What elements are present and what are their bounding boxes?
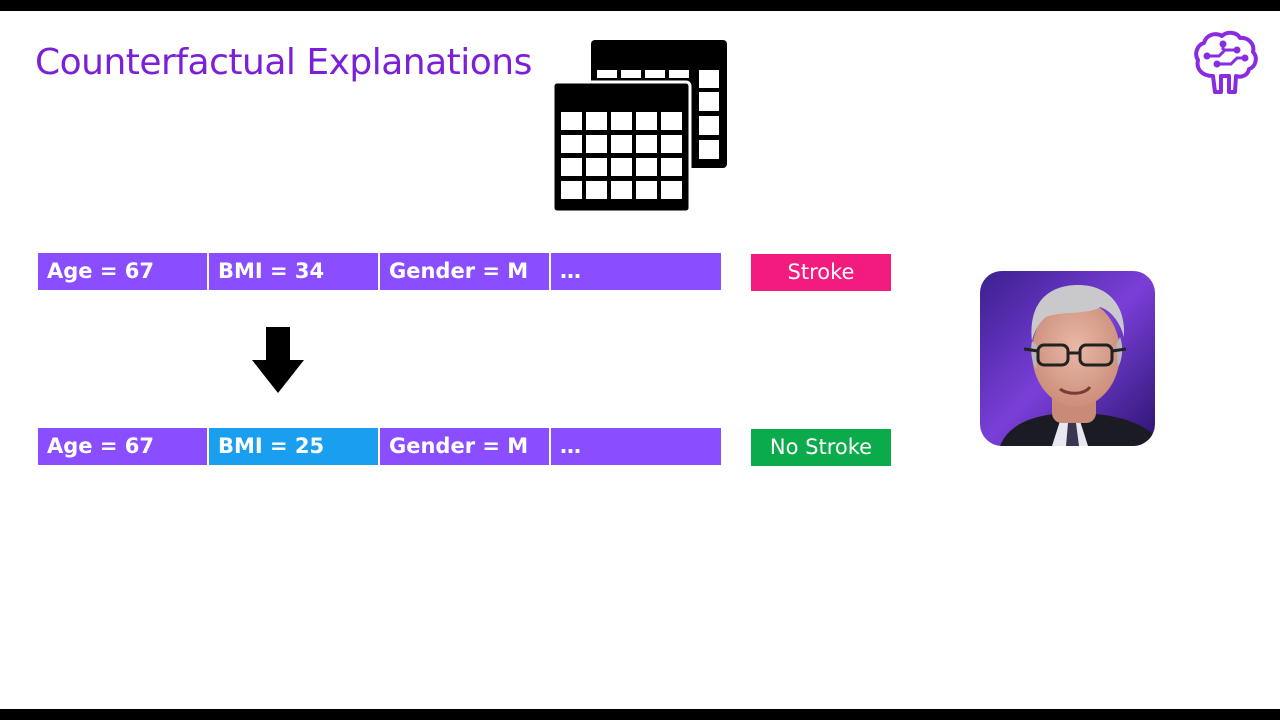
feature-cell-age: Age = 67 — [38, 428, 209, 465]
bottom-letterbox-bar — [0, 709, 1280, 720]
feature-cell-bmi-changed: BMI = 25 — [209, 428, 380, 465]
slide-title: Counterfactual Explanations — [35, 42, 532, 83]
feature-cell-age: Age = 67 — [38, 253, 209, 290]
counterfactual-feature-row: Age = 67 BMI = 25 Gender = M … — [38, 428, 721, 465]
down-arrow-icon — [252, 327, 304, 393]
feature-cell-gender: Gender = M — [380, 253, 551, 290]
feature-cell-gender: Gender = M — [380, 428, 551, 465]
outcome-stroke-badge: Stroke — [751, 254, 891, 291]
brain-circuit-icon — [1194, 30, 1258, 94]
feature-cell-more: … — [551, 253, 721, 290]
feature-cell-more: … — [551, 428, 721, 465]
speaker-portrait — [980, 271, 1155, 446]
top-letterbox-bar — [0, 0, 1280, 11]
table-stack-icon — [553, 40, 727, 212]
original-feature-row: Age = 67 BMI = 34 Gender = M … — [38, 253, 721, 290]
outcome-no-stroke-badge: No Stroke — [751, 429, 891, 466]
feature-cell-bmi: BMI = 34 — [209, 253, 380, 290]
